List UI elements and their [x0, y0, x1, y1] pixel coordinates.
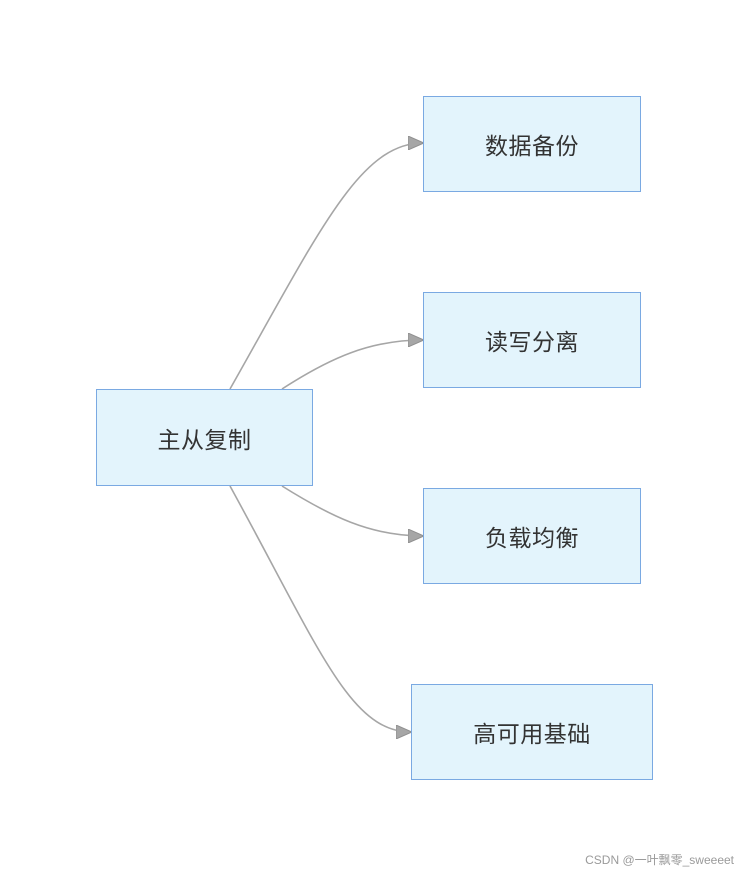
child-node-read-write-split[interactable]: 读写分离 [423, 292, 641, 388]
child-node-label: 读写分离 [485, 330, 579, 356]
edge-root-to-rw [281, 340, 423, 390]
child-node-load-balancing[interactable]: 负载均衡 [423, 488, 641, 584]
root-node-label: 主从复制 [157, 427, 252, 454]
child-node-high-availability[interactable]: 高可用基础 [411, 684, 653, 780]
child-node-label: 负载均衡 [485, 526, 579, 552]
child-node-label: 数据备份 [485, 134, 579, 160]
watermark-text: CSDN @一叶飘零_sweeeet [585, 853, 734, 867]
child-node-data-backup[interactable]: 数据备份 [423, 96, 641, 192]
edge-root-to-ha [229, 485, 411, 732]
root-node[interactable]: 主从复制 [96, 389, 313, 486]
edge-root-to-backup [229, 143, 423, 390]
edge-root-to-lb [281, 485, 423, 536]
child-node-label: 高可用基础 [473, 722, 591, 748]
